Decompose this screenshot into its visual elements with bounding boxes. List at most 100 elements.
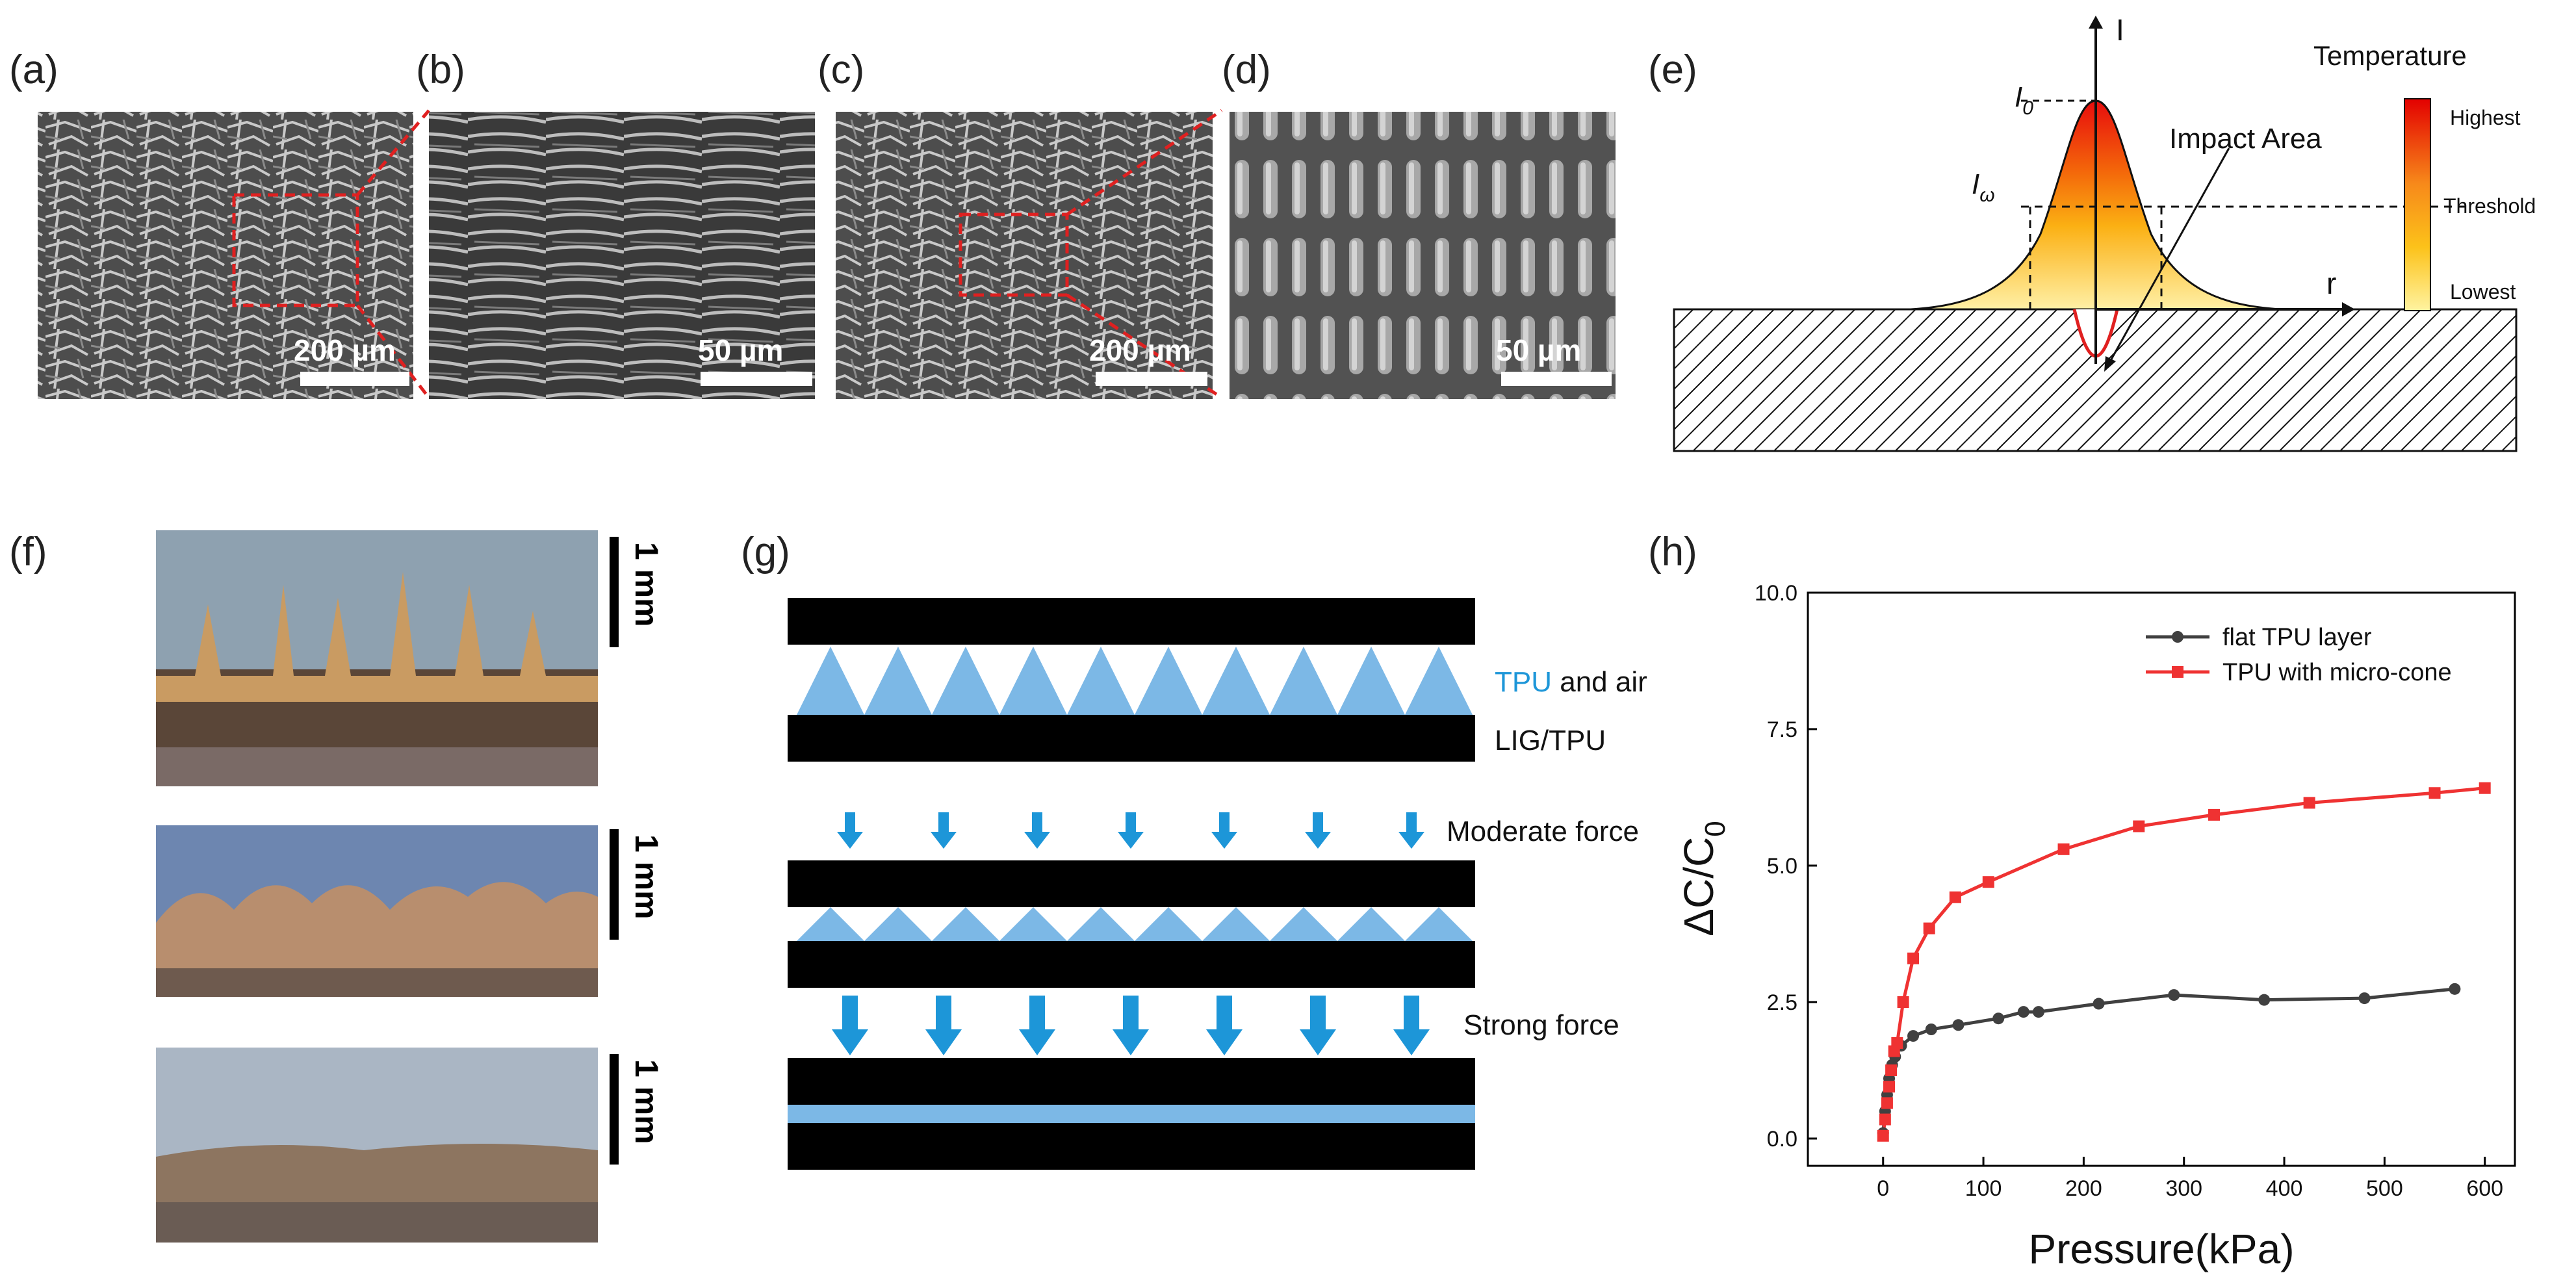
y-tick-label: 7.5 (1767, 717, 1797, 742)
series-0-point (2017, 1006, 2029, 1018)
axis-i-label: I (2116, 13, 2124, 47)
series-1-point (2303, 797, 2315, 809)
panel-label-h: (h) (1648, 530, 1697, 574)
scale-bar-d (1501, 372, 1612, 386)
panel-label-f: (f) (9, 530, 47, 574)
series-0-point (1952, 1019, 1964, 1031)
laser-profile-diagram: I r I0 Iω Impact Area Temperature Highes… (1673, 13, 2536, 452)
bottom-electrode-2 (788, 941, 1475, 988)
scale-bar-a (300, 372, 409, 386)
x-tick-label: 200 (2065, 1176, 2102, 1201)
series-0-point (1925, 1024, 1937, 1035)
series-1-point (2133, 820, 2145, 832)
chart-legend: flat TPU layer TPU with micro-cone (2146, 624, 2452, 686)
photo-micro-cones-2: 1 mm (156, 825, 665, 997)
plot-frame (1807, 591, 2516, 1167)
scale-label-d: 50 µm (1496, 333, 1581, 367)
legend-micro-cone: TPU with micro-cone (2222, 659, 2452, 686)
panel-label-d: (d) (1222, 47, 1271, 92)
strong-force-label: Strong force (1463, 1009, 1619, 1041)
series-line-0 (1881, 987, 2455, 1133)
x-tick-label: 0 (1877, 1176, 1889, 1201)
photo-3-scale-label: 1 mm (628, 1059, 665, 1144)
sem-image-a: 200 µm (38, 109, 430, 399)
panel-label-e: (e) (1648, 47, 1697, 92)
scale-label-b: 50 µm (698, 333, 783, 367)
legend-flat-tpu: flat TPU layer (2222, 624, 2372, 651)
y-axis-label: ΔC/C0 (1675, 821, 1731, 936)
impact-area-label: Impact Area (2169, 123, 2322, 155)
x-tick-label: 400 (2266, 1176, 2303, 1201)
impact-pointer (2107, 148, 2230, 365)
lig-tpu-label: LIG/TPU (1495, 725, 1606, 756)
scale-bar-b (701, 372, 812, 386)
strong-force-arrows (832, 996, 1430, 1055)
series-1-point (1897, 996, 1909, 1008)
series-1-point (1877, 1129, 1889, 1142)
series-1-point (1885, 1064, 1898, 1076)
bottom-electrode-1 (788, 715, 1475, 762)
i0-label: I0 (2015, 81, 2033, 119)
photo-micro-cones-1: 1 mm (156, 530, 665, 786)
series-1-point (2428, 787, 2441, 799)
series-1-point (1891, 1037, 1903, 1049)
zoom-box-a (232, 193, 359, 307)
top-electrode-3 (788, 1058, 1475, 1105)
capacitance-chart: 0 100 200 300 400 500 600 0.0 2.5 5.0 7.5 10.0 flat… (1675, 581, 2516, 1272)
series-0-point (2093, 998, 2105, 1010)
sem-image-d: 50 µm (1230, 112, 1616, 399)
series-0-point (2032, 1006, 2044, 1018)
y-tick-label: 10.0 (1755, 581, 1797, 606)
temperature-title: Temperature (2313, 40, 2467, 71)
bottom-electrode-3 (788, 1123, 1475, 1170)
series-1-point (1949, 891, 1961, 903)
panel-label-a: (a) (9, 47, 58, 92)
x-tick-label: 500 (2366, 1176, 2403, 1201)
photo-micro-cones-3: 1 mm (156, 1048, 665, 1243)
moderate-force-label: Moderate force (1447, 816, 1639, 847)
series-1-point (1879, 1113, 1891, 1126)
compression-schematic: TPU and air LIG/TPU Moderate force Stron… (788, 598, 1647, 1170)
micro-cones-compressed (797, 907, 1473, 941)
top-electrode-2 (788, 860, 1475, 907)
zoom-box-c (959, 213, 1069, 297)
colorbar-highest: Highest (2450, 106, 2521, 129)
y-tick-label: 5.0 (1767, 854, 1797, 879)
x-tick-label: 100 (1965, 1176, 2002, 1201)
series-0-point (2168, 989, 2180, 1001)
axis-r-label: r (2326, 266, 2336, 300)
series-1-point (1982, 876, 1994, 888)
series-0-point (2258, 994, 2271, 1006)
photo-2-scale-label: 1 mm (628, 834, 665, 920)
series-1-point (1923, 922, 1935, 934)
colorbar-threshold: Threshold (2443, 194, 2536, 218)
series-1-point (2479, 782, 2491, 794)
flattened-cones (788, 1105, 1475, 1123)
x-tick-label: 300 (2165, 1176, 2202, 1201)
series-0-point (1992, 1012, 2005, 1025)
moderate-force-arrows (837, 812, 1424, 849)
series-1-point (1883, 1081, 1896, 1093)
series-1-point (2057, 843, 2070, 855)
series-0-point (2449, 983, 2461, 995)
y-tick-label: 0.0 (1767, 1127, 1797, 1152)
tpu-air-label: TPU and air (1495, 666, 1647, 698)
scale-label-a: 200 µm (294, 333, 396, 367)
scale-bar-c (1096, 372, 1207, 386)
top-electrode-1 (788, 598, 1475, 645)
series-1-point (1881, 1097, 1893, 1109)
y-tick-label: 2.5 (1767, 990, 1797, 1015)
series-0-point (1907, 1030, 1920, 1042)
colorbar-lowest: Lowest (2450, 280, 2516, 303)
series-1-point (1907, 952, 1920, 964)
x-tick-label: 600 (2466, 1176, 2503, 1201)
sem-image-b: 50 µm (429, 112, 815, 399)
series-0-point (2358, 992, 2371, 1005)
photo-1-scale-label: 1 mm (628, 542, 665, 627)
sem-image-c: 200 µm (836, 109, 1223, 400)
series-line-1 (1881, 786, 2485, 1137)
iw-label: Iω (1972, 168, 1995, 206)
panel-label-b: (b) (416, 47, 465, 92)
x-axis-label: Pressure(kPa) (2029, 1226, 2295, 1272)
